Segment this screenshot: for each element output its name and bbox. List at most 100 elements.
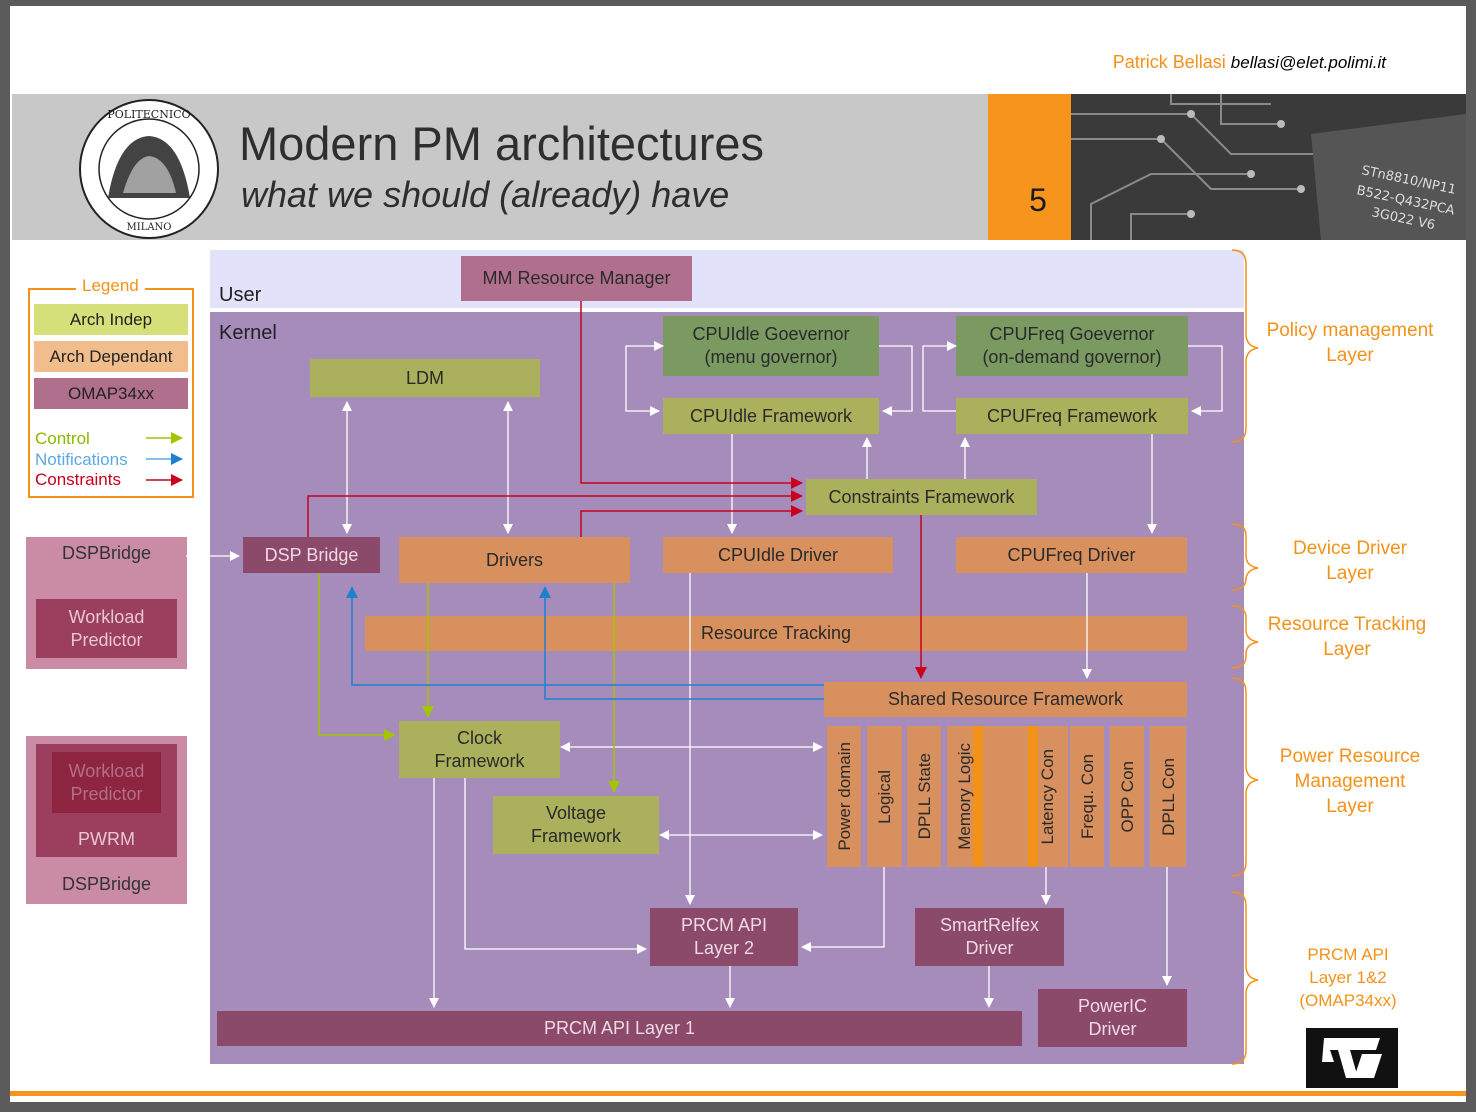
legend-arch-dependant: Arch Dependant bbox=[34, 341, 188, 372]
resource-power-domain-label: Power domain bbox=[834, 742, 854, 851]
ldm-box: LDM bbox=[310, 359, 540, 397]
cpufreq-driver-box: CPUFreq Driver bbox=[956, 537, 1187, 573]
slide-title: Modern PM architectures bbox=[239, 117, 765, 170]
cpuidle-governor-line2: (menu governor) bbox=[704, 347, 838, 367]
cpuidle-governor-line1: CPUIdle Goevernor bbox=[692, 324, 850, 344]
svg-text:MILANO: MILANO bbox=[127, 222, 172, 233]
cpufreq-governor-line2: (on-demand governor) bbox=[982, 347, 1162, 367]
cpufreq-governor-line1: CPUFreq Goevernor bbox=[989, 324, 1155, 344]
workload-predictor-top-line1: Workload bbox=[68, 606, 145, 627]
pwrm-label: PWRM bbox=[78, 829, 135, 849]
power-resource-layer-label: Power Resource Management Layer bbox=[1258, 744, 1442, 819]
voltage-framework-line1: Voltage bbox=[545, 803, 607, 823]
drivers-box: Drivers bbox=[399, 537, 630, 583]
prcm-layer-label: PRCM API Layer 1&2 (OMAP34xx) bbox=[1256, 943, 1440, 1012]
resource-dpll-state: DPLL State bbox=[907, 726, 941, 867]
device-driver-layer-line2: Layer bbox=[1326, 563, 1374, 584]
poweric-driver-line2: Driver bbox=[1088, 1019, 1137, 1039]
resource-memory-logic: Memory Logic bbox=[947, 726, 981, 867]
memory-latency-group bbox=[947, 726, 1068, 867]
resource-power-domain: Power domain bbox=[827, 726, 861, 867]
resource-tracking-layer-label: Resource Tracking Layer bbox=[1255, 612, 1439, 662]
resource-tracking-layer-line1: Resource Tracking bbox=[1267, 614, 1427, 635]
kernel-region-label: Kernel bbox=[219, 322, 277, 344]
prcm-layer-line2: Layer 1&2 bbox=[1309, 968, 1387, 987]
clock-framework-line1: Clock bbox=[456, 727, 502, 748]
poweric-driver-line1: PowerIC bbox=[1077, 996, 1148, 1016]
cpufreq-framework-box: CPUFreq Framework bbox=[956, 398, 1188, 434]
svg-text:POLITECNICO: POLITECNICO bbox=[107, 108, 190, 121]
dspbridge-top-label: DSPBridge bbox=[61, 543, 152, 563]
prcm-api-layer1-box: PRCM API Layer 1 bbox=[217, 1011, 1022, 1046]
resource-dpll-state-label: DPLL State bbox=[914, 753, 934, 840]
resource-frequ-con-label: Frequ. Con bbox=[1077, 753, 1097, 840]
policy-layer-line1: Policy management bbox=[1266, 320, 1434, 341]
workload-predictor-bottom-line1: Workload bbox=[68, 760, 145, 781]
clock-framework-line2: Framework bbox=[434, 750, 525, 771]
legend-control-label: Control bbox=[35, 429, 90, 448]
prcm-api-layer2-line2: Layer 2 bbox=[693, 938, 755, 958]
resource-tracking-box: Resource Tracking bbox=[365, 616, 1187, 651]
cpuidle-governor-box: CPUIdle Goevernor (menu governor) bbox=[663, 316, 879, 376]
resource-tracking-layer-line2: Layer bbox=[1323, 639, 1371, 660]
prcm-api-layer2-box: PRCM API Layer 2 bbox=[650, 908, 798, 966]
slide-subtitle: what we should (already) have bbox=[241, 174, 730, 215]
chip-photo: STn8810/NP11 B522-Q432PCA 3G022 V6 bbox=[1071, 94, 1466, 240]
policy-layer-line2: Layer bbox=[1326, 345, 1374, 366]
resource-dpll-con-label: DPLL Con bbox=[1158, 757, 1178, 836]
workload-predictor-top: Workload Predictor bbox=[36, 599, 177, 658]
orange-accent-block bbox=[988, 94, 1071, 240]
device-driver-layer-label: Device Driver Layer bbox=[1258, 536, 1442, 586]
voltage-framework-line2: Framework bbox=[530, 826, 621, 846]
latency-con-stripe bbox=[1028, 726, 1038, 867]
power-resource-layer-line2: Management bbox=[1294, 771, 1406, 792]
resource-dpll-con: DPLL Con bbox=[1150, 726, 1186, 867]
resource-logical: Logical bbox=[867, 726, 902, 867]
clock-framework-box: Clock Framework bbox=[399, 721, 560, 778]
memory-logic-stripe bbox=[973, 726, 983, 867]
user-space-region bbox=[210, 250, 1244, 308]
cpufreq-governor-box: CPUFreq Goevernor (on-demand governor) bbox=[956, 316, 1188, 376]
slide: Patrick Bellasi bellasi@elet.polimi.it P… bbox=[10, 6, 1466, 1102]
university-seal-logo: POLITECNICO MILANO bbox=[79, 99, 219, 239]
author-email: bellasi@elet.polimi.it bbox=[1230, 53, 1386, 72]
resource-logical-label: Logical bbox=[875, 769, 894, 824]
author-name: Patrick Bellasi bbox=[1112, 52, 1226, 72]
resource-opp-con-label: OPP Con bbox=[1117, 760, 1137, 833]
smartreflex-driver-line1: SmartRelfex bbox=[939, 915, 1040, 935]
bottom-accent-line bbox=[10, 1091, 1466, 1096]
workload-predictor-bottom-line2: Predictor bbox=[70, 783, 143, 804]
device-driver-layer-line1: Device Driver bbox=[1292, 538, 1408, 559]
resource-memory-logic-label: Memory Logic bbox=[954, 743, 974, 850]
workload-predictor-bottom: Workload Predictor bbox=[52, 752, 161, 813]
resource-latency-con: Latency Con bbox=[1030, 726, 1064, 867]
legend-notifications-label: Notifications bbox=[35, 450, 128, 469]
constraints-framework-box: Constraints Framework bbox=[806, 479, 1037, 515]
mm-resource-manager-box: MM Resource Manager bbox=[461, 256, 692, 301]
power-resource-layer-line1: Power Resource bbox=[1279, 746, 1421, 767]
power-resource-layer-line3: Layer bbox=[1326, 796, 1374, 817]
legend-title: Legend bbox=[76, 276, 145, 296]
author-line: Patrick Bellasi bellasi@elet.polimi.it bbox=[1113, 52, 1386, 73]
poweric-driver-box: PowerIC Driver bbox=[1038, 989, 1187, 1047]
resource-opp-con: OPP Con bbox=[1110, 726, 1144, 867]
st-company-logo bbox=[1306, 1028, 1398, 1088]
user-region-label: User bbox=[219, 284, 262, 306]
policy-layer-label: Policy management Layer bbox=[1258, 318, 1442, 368]
legend-arch-indep: Arch Indep bbox=[34, 304, 188, 335]
workload-predictor-top-line2: Predictor bbox=[70, 629, 143, 650]
prcm-api-layer2-line1: PRCM API bbox=[680, 915, 768, 935]
legend-constraints-label: Constraints bbox=[35, 470, 121, 489]
voltage-framework-box: Voltage Framework bbox=[493, 796, 659, 854]
smartreflex-driver-line2: Driver bbox=[965, 938, 1014, 958]
dspbridge-bottom-label: DSPBridge bbox=[61, 874, 152, 894]
shared-resource-framework-box: Shared Resource Framework bbox=[824, 682, 1187, 717]
cpuidle-framework-box: CPUIdle Framework bbox=[663, 398, 879, 434]
legend-omap34xx: OMAP34xx bbox=[34, 378, 188, 409]
smartreflex-driver-box: SmartRelfex Driver bbox=[915, 908, 1064, 966]
dsp-bridge-box: DSP Bridge bbox=[243, 537, 380, 573]
prcm-layer-line1: PRCM API bbox=[1307, 945, 1389, 964]
slide-number: 5 bbox=[1029, 182, 1047, 218]
resource-frequ-con: Frequ. Con bbox=[1070, 726, 1104, 867]
resource-latency-con-label: Latency Con bbox=[1037, 748, 1057, 845]
